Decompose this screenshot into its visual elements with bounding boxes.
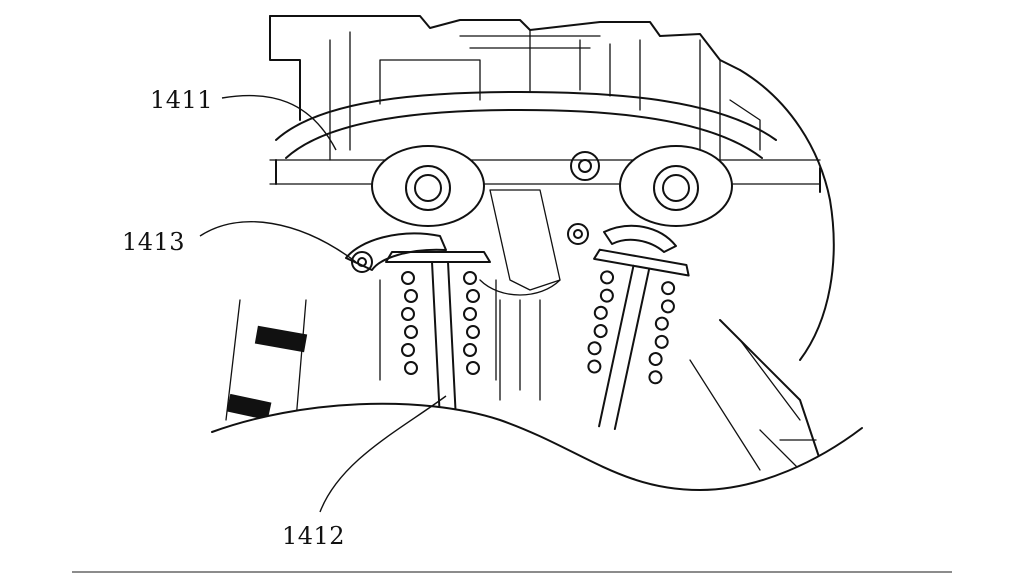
right-camshaft [619,145,733,227]
spring-coil [463,307,477,321]
spring-coil [401,271,415,285]
right-valve-spring [587,248,690,431]
spring-coil [463,271,477,285]
spring-coil [654,316,669,331]
spring-coil [404,325,418,339]
center-pin [570,151,600,181]
spring-coil [404,361,418,375]
label-1413: 1413 [122,228,185,256]
leader-1413 [199,221,357,263]
left-rocker-lever [345,232,447,273]
left-valve-spring [379,251,497,421]
spring-coil [654,334,669,349]
leader-1412 [319,395,447,513]
spring-coil [600,270,615,285]
spring-coil [401,307,415,321]
spring-coil [587,341,602,356]
spring-coil [660,299,675,314]
spring-coil [466,289,480,303]
spring-coil [463,343,477,357]
label-1411: 1411 [150,86,213,114]
spring-coil [466,325,480,339]
spring-coil [593,305,608,320]
spring-coil [648,352,663,367]
break-line [211,402,863,576]
threaded-stud-lower [226,393,272,421]
spring-coil [466,361,480,375]
central-block [479,189,561,401]
leader-1411 [221,94,337,151]
left-camshaft [371,145,485,227]
label-1412: 1412 [282,522,345,550]
spring-coil [599,288,614,303]
threaded-stud-upper [225,299,308,421]
spring-coil [661,281,676,296]
cylinder-head-outline [269,15,835,361]
right-rocker-lever [567,223,677,253]
spring-coil [587,359,602,374]
spring-coil [593,324,608,339]
spring-coil [648,370,663,385]
spring-coil [404,289,418,303]
spring-coil [401,343,415,357]
